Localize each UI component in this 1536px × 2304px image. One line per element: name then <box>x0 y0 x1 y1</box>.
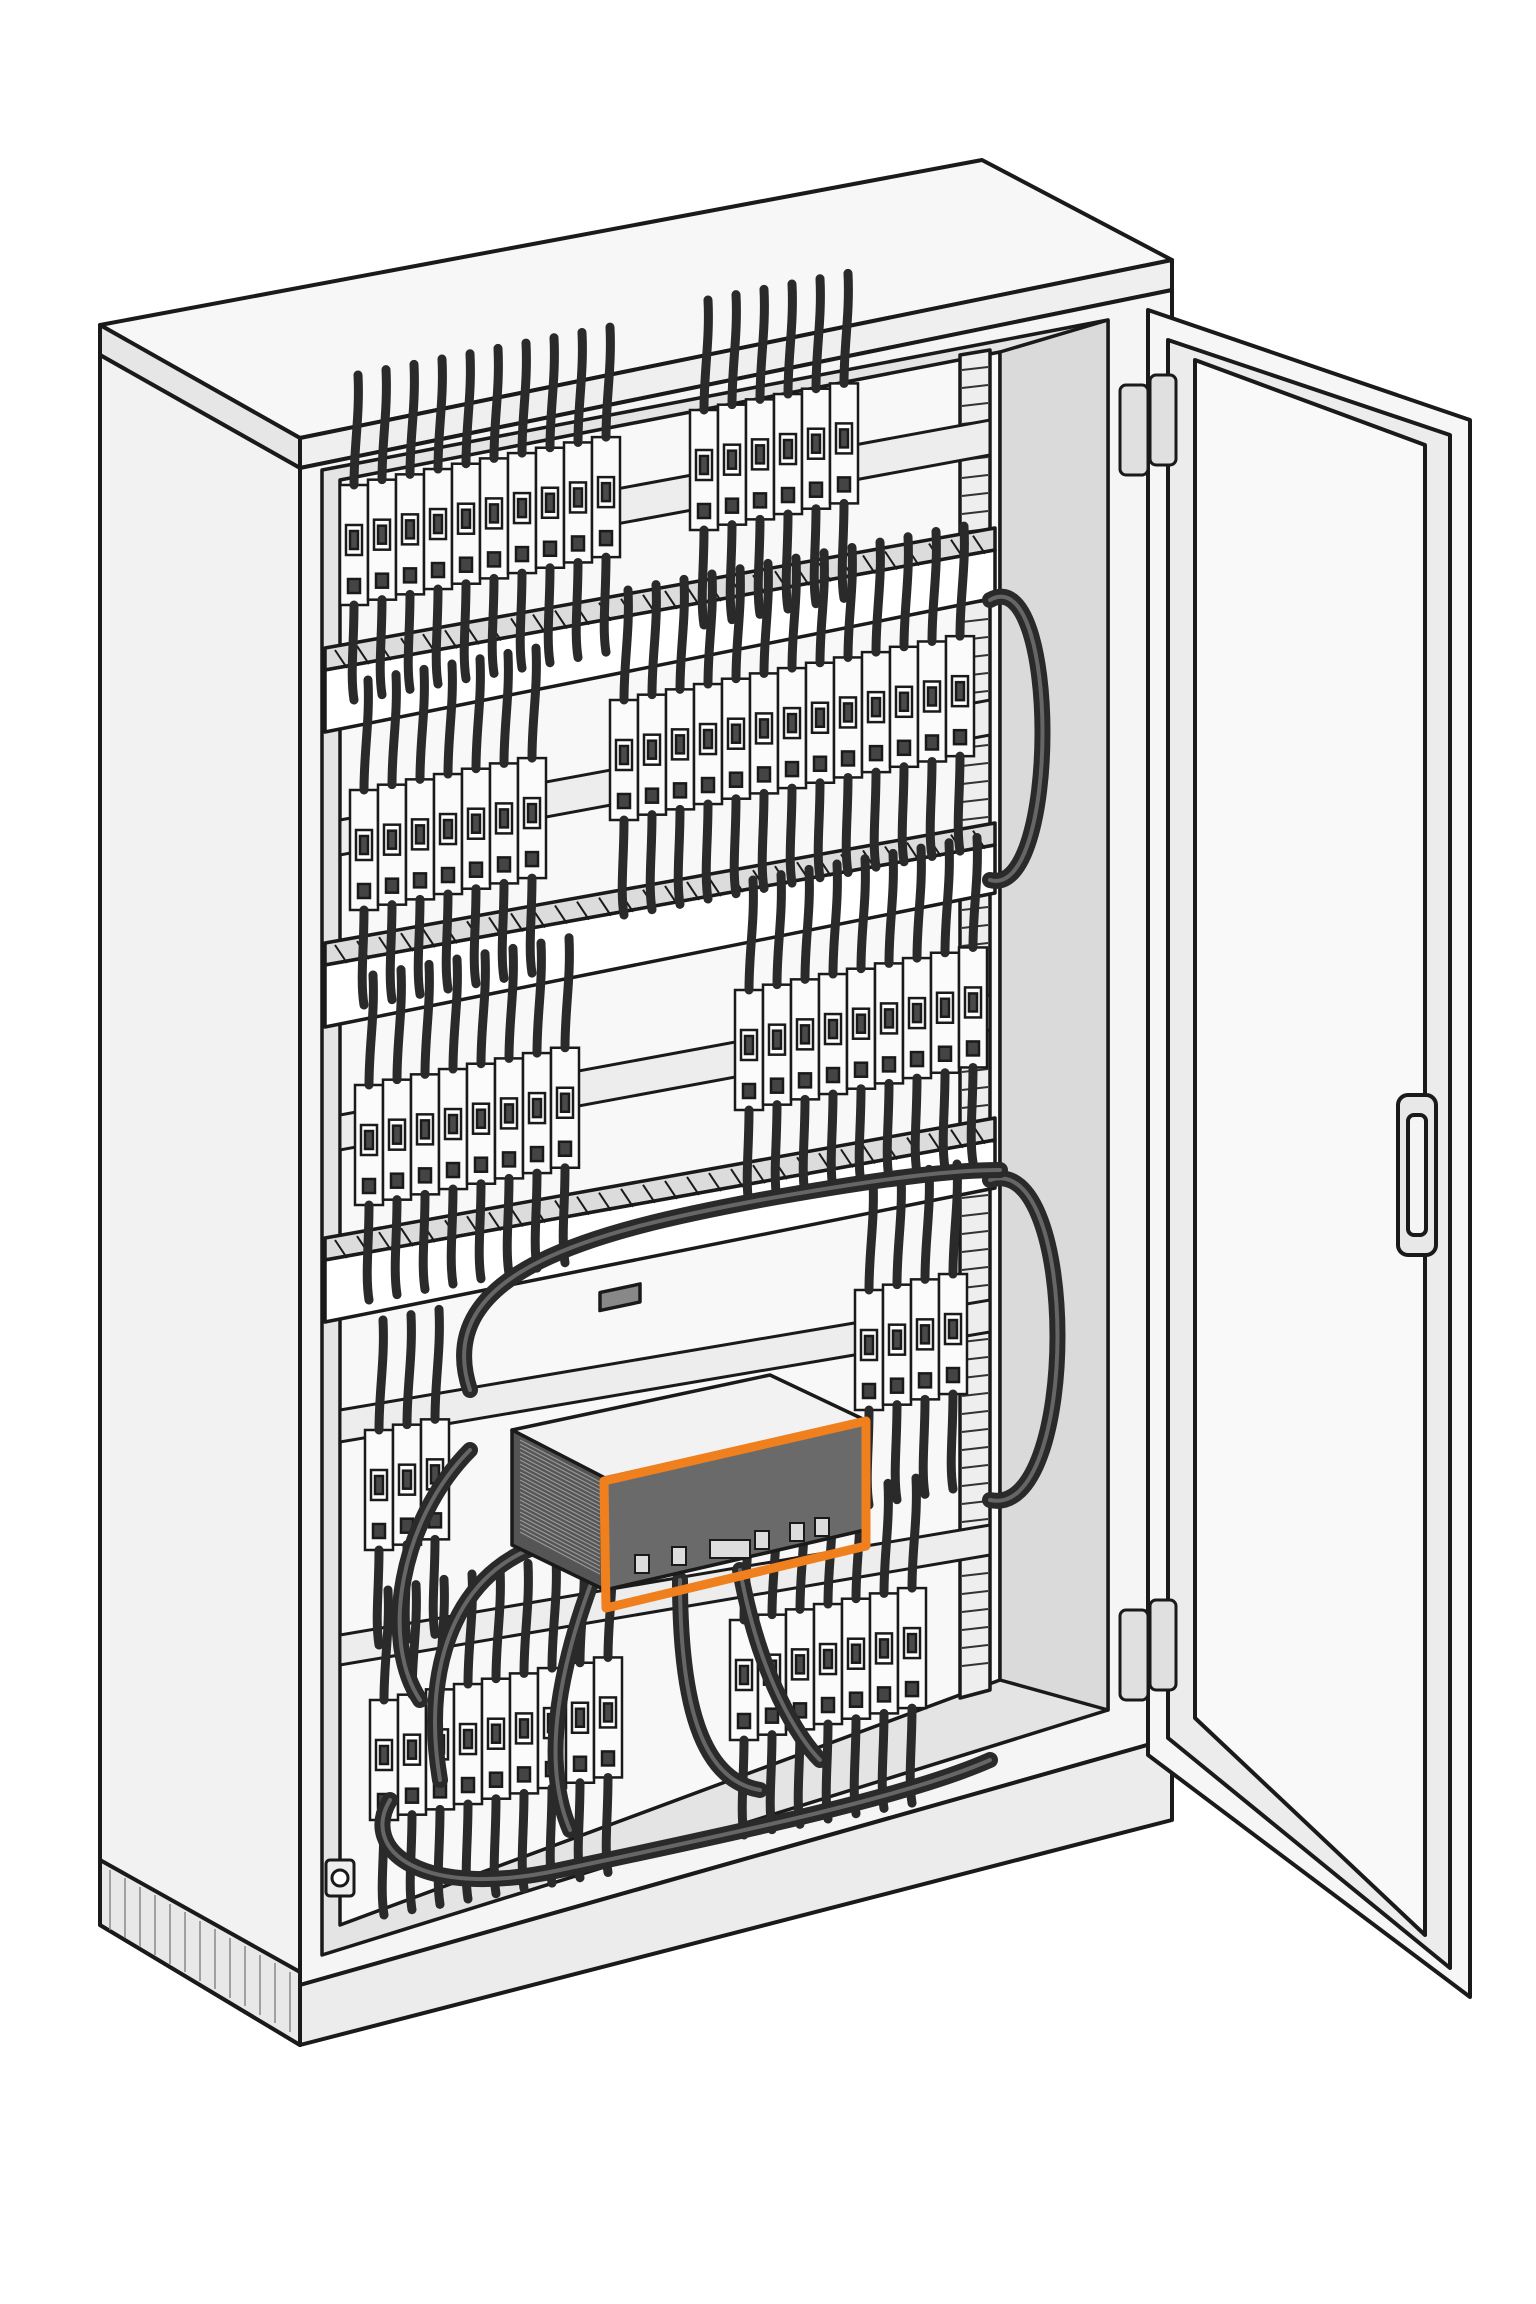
unit-texture <box>519 1439 601 1575</box>
breaker-modules <box>338 268 989 1920</box>
hinge-bottom <box>1118 1598 1178 1702</box>
cabinet-base-hatch <box>109 1870 291 2032</box>
breaker-group-row4-left <box>363 1304 451 1650</box>
door-handle[interactable] <box>1396 1093 1438 1257</box>
ground-screw <box>324 1858 356 1898</box>
hinge-top <box>1118 373 1178 477</box>
breaker-group-row1-left <box>338 322 622 705</box>
breaker-group-row3-left <box>353 933 581 1305</box>
cable-bundles <box>374 588 1066 1887</box>
breaker-group-row1-right <box>688 268 860 630</box>
cabinet-left-side <box>98 353 302 2047</box>
breaker-group-row2-right <box>608 521 976 920</box>
cabinet-door <box>1146 308 1472 1999</box>
unit-terminals <box>634 1517 830 1574</box>
highlight-box <box>599 1416 871 1613</box>
breaker-group-row2-left <box>348 643 548 1010</box>
